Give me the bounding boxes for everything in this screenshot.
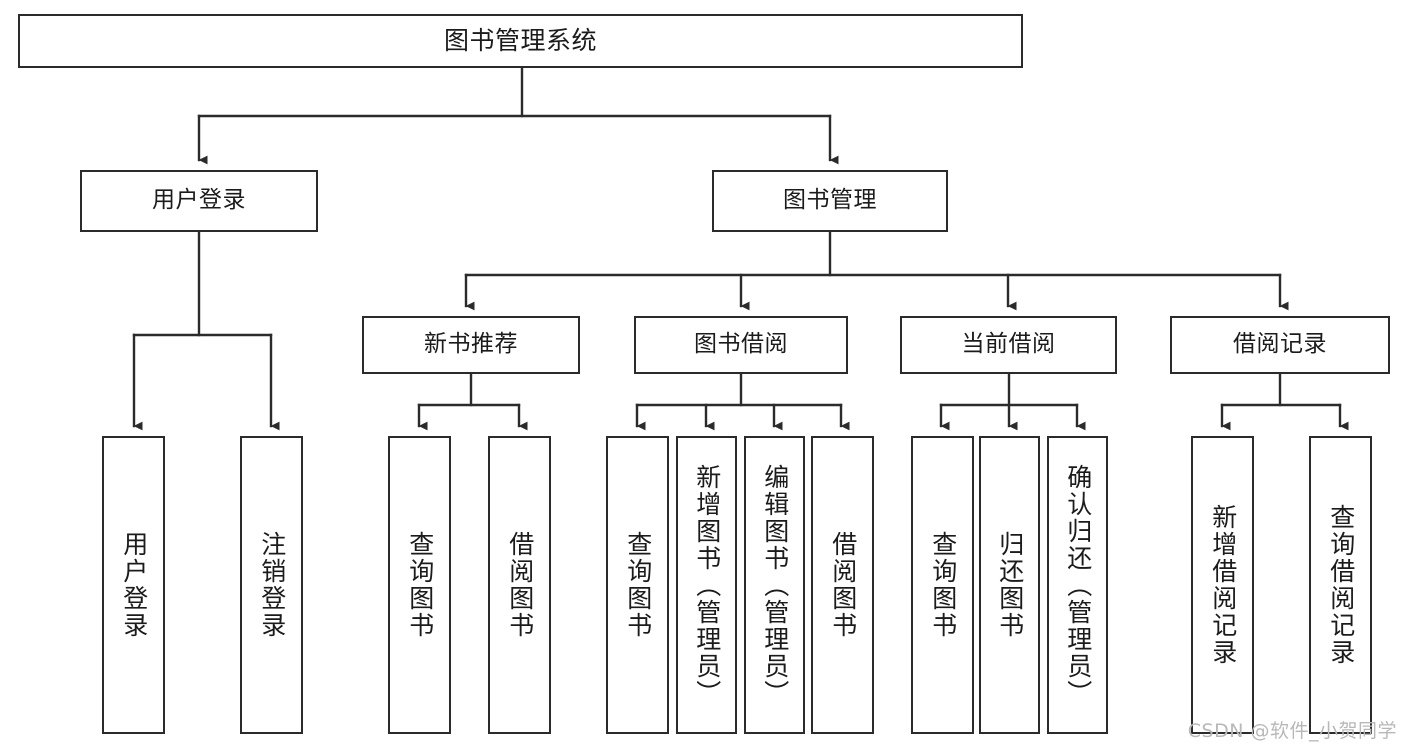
- node-root[interactable]: 图书管理系统: [18, 14, 1023, 68]
- node-current-borrow[interactable]: 当前借阅: [900, 316, 1117, 374]
- leaf-user-login[interactable]: 用户登录: [102, 436, 165, 734]
- leaf-add-book[interactable]: 新增图书（管理员）: [676, 436, 737, 734]
- leaf-return-book[interactable]: 归还图书: [979, 436, 1040, 734]
- node-root-label: 图书管理系统: [443, 26, 597, 56]
- leaf-add-record-label: 新增借阅记录: [1208, 504, 1238, 666]
- node-new-book-recommend-label: 新书推荐: [424, 331, 518, 358]
- node-book-manage-label: 图书管理: [783, 187, 877, 214]
- leaf-confirm-return[interactable]: 确认归还（管理员）: [1047, 436, 1108, 734]
- leaf-logout-login[interactable]: 注销登录: [240, 436, 303, 734]
- leaf-add-record[interactable]: 新增借阅记录: [1191, 436, 1254, 734]
- leaf-borrow-book-2[interactable]: 借阅图书: [811, 436, 874, 734]
- leaf-query-book-2-label: 查询图书: [623, 531, 653, 639]
- leaf-user-login-label: 用户登录: [119, 531, 149, 639]
- csdn-watermark: CSDN @软件_小贺同学: [1187, 720, 1397, 742]
- node-borrow-record[interactable]: 借阅记录: [1170, 316, 1390, 374]
- leaf-add-book-label: 新增图书（管理员）: [692, 463, 722, 707]
- node-user-login-label: 用户登录: [152, 187, 246, 214]
- leaf-borrow-book-1-label: 借阅图书: [505, 531, 535, 639]
- leaf-query-book-1[interactable]: 查询图书: [388, 436, 451, 734]
- node-new-book-recommend[interactable]: 新书推荐: [362, 316, 580, 374]
- leaf-return-book-label: 归还图书: [995, 531, 1025, 639]
- node-user-login[interactable]: 用户登录: [80, 170, 318, 232]
- leaf-query-book-2[interactable]: 查询图书: [606, 436, 669, 734]
- leaf-query-book-3[interactable]: 查询图书: [911, 436, 974, 734]
- leaf-confirm-return-label: 确认归还（管理员）: [1063, 463, 1093, 707]
- node-book-borrow-label: 图书借阅: [694, 331, 788, 358]
- leaf-logout-login-label: 注销登录: [257, 531, 287, 639]
- node-current-borrow-label: 当前借阅: [961, 331, 1056, 358]
- leaf-borrow-book-1[interactable]: 借阅图书: [488, 436, 551, 734]
- node-book-borrow[interactable]: 图书借阅: [634, 316, 848, 374]
- leaf-query-record[interactable]: 查询借阅记录: [1309, 436, 1372, 734]
- leaf-query-book-3-label: 查询图书: [928, 531, 958, 639]
- leaf-borrow-book-2-label: 借阅图书: [828, 531, 858, 639]
- node-book-manage[interactable]: 图书管理: [712, 170, 948, 232]
- leaf-edit-book-label: 编辑图书（管理员）: [760, 463, 790, 707]
- leaf-query-record-label: 查询借阅记录: [1326, 504, 1356, 666]
- leaf-query-book-1-label: 查询图书: [405, 531, 435, 639]
- node-borrow-record-label: 借阅记录: [1233, 331, 1327, 358]
- leaf-edit-book[interactable]: 编辑图书（管理员）: [744, 436, 805, 734]
